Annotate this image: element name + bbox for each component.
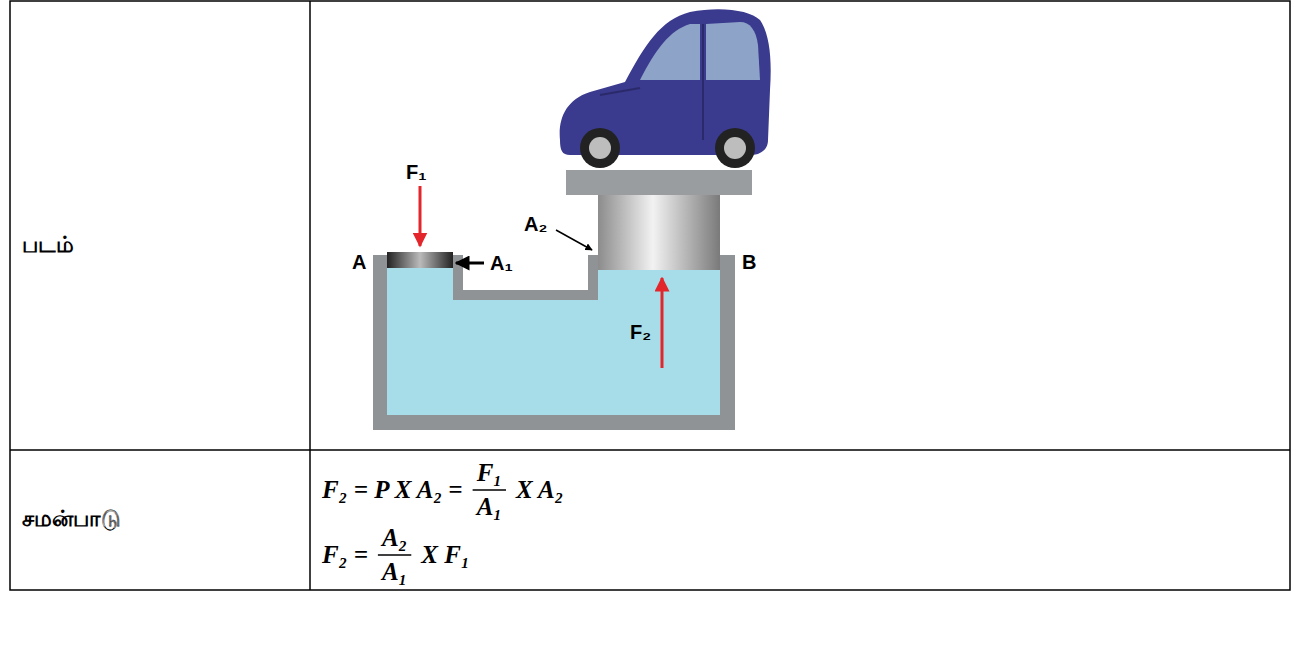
vessel-label: A xyxy=(352,250,366,274)
small-piston xyxy=(387,252,453,268)
fraction-denominator: A₁ xyxy=(382,557,407,587)
platform xyxy=(566,170,752,195)
fraction-bar xyxy=(378,554,411,556)
fraction-denominator: A₁ xyxy=(477,492,502,522)
large-piston xyxy=(598,195,720,270)
force-label: F₁ xyxy=(406,160,427,184)
force-arrow xyxy=(661,278,664,368)
leader-arrow xyxy=(556,230,592,250)
equation-part: X F₁ xyxy=(421,540,469,570)
equation-part: X A₂ xyxy=(516,475,563,505)
fraction-numerator: F₁ xyxy=(477,458,502,488)
car xyxy=(560,9,771,168)
liquid xyxy=(387,268,720,415)
row-heading: சமன்பாடு xyxy=(22,506,121,532)
table-grid xyxy=(10,1,1290,590)
equation-part: F₂ = P X A₂ = xyxy=(322,475,463,505)
area-label: A₂ xyxy=(524,212,547,236)
fraction-bar xyxy=(473,489,506,491)
vessel-walls xyxy=(373,255,735,430)
vessel-label: B xyxy=(742,250,756,274)
leader-arrow xyxy=(456,262,484,265)
area-label: A₁ xyxy=(490,251,513,275)
force-label: F₂ xyxy=(630,320,651,344)
equation-part: F₂ = xyxy=(322,540,368,570)
fraction-numerator: A₂ xyxy=(382,523,407,553)
force-arrow xyxy=(419,186,422,246)
row-heading: படம் xyxy=(22,232,74,258)
